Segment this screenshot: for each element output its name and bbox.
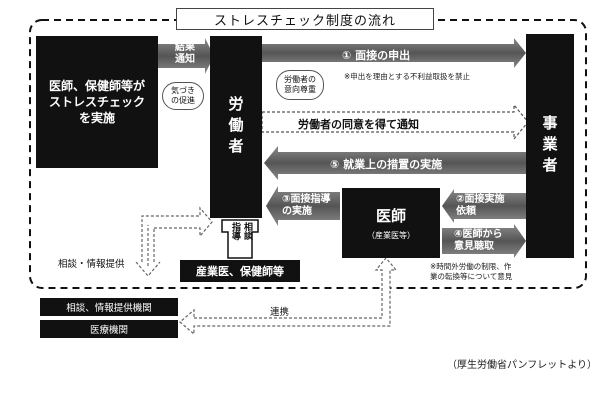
worker-box: 労働者 — [210, 36, 262, 218]
worker-intent-bubble: 労働者の 意向尊重 — [276, 70, 324, 100]
employer-box: 事業者 — [526, 34, 574, 258]
request-note: ※申出を理由とする不利益取扱を禁止 — [344, 72, 471, 81]
source-caption: （厚生労働省パンフレットより） — [447, 360, 597, 371]
consult-info-label: 相談・情報提供 — [58, 259, 125, 270]
cooperation-label: 連携 — [270, 307, 290, 318]
employer-label: 事業者 — [540, 114, 559, 178]
opinion-hearing-label: ④医師から 意見聴取 — [454, 229, 503, 252]
consult-agency-box: 相談、情報提供機関 — [40, 298, 178, 316]
result-notice-label: 結果 通知 — [175, 42, 195, 65]
worker-label: 労働者 — [226, 95, 245, 159]
measures-arrow — [264, 146, 526, 180]
interview-guidance-label: ③面接指導 の実施 — [282, 194, 331, 217]
industrial-physician-box: 産業医、保健師等 — [180, 260, 300, 282]
interview-request-label: ① 面接の申出 — [342, 49, 411, 62]
awareness-bubble: 気づき の促進 — [162, 82, 204, 110]
guidance-consult-arrow — [221, 219, 259, 259]
consent-notice-arrow — [261, 103, 529, 141]
measures-label: ⑤ 就業上の措置の実施 — [330, 158, 443, 171]
interview-guidance-arrow — [266, 186, 340, 226]
physician-sub-label: （産業医等） — [367, 231, 415, 240]
opinion-hearing-arrow — [442, 224, 526, 258]
diagram-title: ストレスチェック制度の流れ — [176, 8, 434, 30]
guidance-label: 指導 — [230, 222, 240, 240]
physician-box: 医師 （産業医等） — [342, 188, 440, 258]
consent-notice-label: 労働者の同意を得て通知 — [298, 118, 419, 131]
interview-request-2-arrow — [442, 189, 526, 223]
result-notice-arrow — [158, 38, 214, 74]
medical-agency-box: 医療機関 — [40, 320, 178, 338]
stress-check-box: 医師、保健師等が ストレスチェック を実施 — [36, 36, 158, 168]
consult-label: 相談 — [242, 222, 252, 240]
physician-label: 医師 — [375, 207, 406, 225]
measures-note: ※時間外労働の制限、作 業の転換等について意見 — [430, 262, 513, 281]
consult-info-arrow — [135, 222, 161, 277]
cooperation-arrow — [179, 257, 398, 336]
interview-request-arrow — [260, 38, 526, 68]
interview-request-2-label: ②面接実施 依頼 — [456, 194, 505, 217]
